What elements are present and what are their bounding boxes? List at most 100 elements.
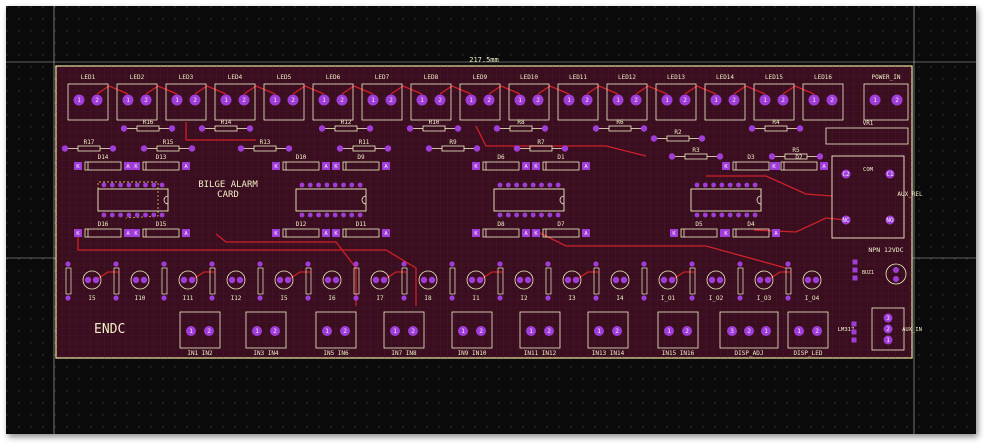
pad[interactable] [428,276,436,284]
relay-outline[interactable] [831,155,905,239]
square-pad[interactable]: A [820,162,828,170]
pad[interactable] [237,145,245,152]
diode[interactable] [282,228,320,238]
square-pad[interactable]: K [74,229,82,237]
pad[interactable] [353,295,359,301]
pad[interactable] [668,276,676,284]
square-pad[interactable] [851,337,857,343]
pad[interactable] [497,182,503,188]
diode[interactable] [732,161,770,171]
pad[interactable] [514,182,519,188]
pad[interactable]: 2 [679,94,691,106]
pad[interactable] [401,295,407,301]
pad[interactable] [353,261,359,267]
led-connector-16[interactable] [802,83,844,121]
pad[interactable] [612,276,620,284]
pad[interactable]: 2 [476,326,486,336]
square-pad[interactable]: K [132,162,140,170]
pad[interactable] [324,212,330,218]
led-connector-13[interactable] [655,83,697,121]
square-pad[interactable]: A [124,229,132,237]
input-resistor[interactable] [305,267,312,295]
pad[interactable] [332,182,338,188]
pad[interactable] [555,212,561,218]
pad[interactable] [84,276,92,284]
pad[interactable]: 1 [759,94,771,106]
pad[interactable] [449,261,455,267]
led-connector-7[interactable] [361,83,403,121]
led-connector-10[interactable] [508,83,550,121]
input-led[interactable] [466,270,486,290]
pad[interactable] [547,212,553,218]
pad[interactable] [257,295,263,301]
ic-chip-4[interactable] [690,188,762,212]
pad[interactable] [236,276,244,284]
pad[interactable] [893,276,899,282]
pad[interactable] [593,261,599,267]
pad[interactable] [61,145,69,152]
diode[interactable] [142,228,180,238]
pad[interactable] [711,182,716,188]
pad[interactable] [161,261,167,267]
pad[interactable] [299,212,305,218]
pad[interactable]: 1 [322,326,332,336]
pad[interactable] [209,295,215,301]
pad[interactable] [276,276,284,284]
pad[interactable] [752,182,758,188]
pad[interactable] [285,145,293,152]
pad[interactable] [324,182,330,188]
pad[interactable] [620,276,628,284]
pad[interactable] [332,212,338,218]
pad[interactable]: 1 [594,326,604,336]
pad[interactable]: 1 [883,335,893,345]
pad[interactable]: 1 [514,94,526,106]
pad[interactable] [134,212,140,218]
diode[interactable] [84,161,122,171]
square-pad[interactable]: A [522,162,530,170]
pad[interactable]: 2 [883,324,893,334]
square-pad[interactable]: A [522,229,530,237]
pad[interactable]: 1 [269,94,281,106]
square-pad[interactable]: A [582,229,590,237]
pad[interactable]: 1 [186,326,196,336]
pad[interactable]: 1 [220,94,232,106]
pad[interactable] [736,182,741,188]
pad[interactable] [468,276,476,284]
square-pad[interactable]: K [670,229,678,237]
pad[interactable] [785,261,791,267]
pad[interactable] [307,182,313,188]
pad[interactable] [401,261,407,267]
diode[interactable] [482,161,520,171]
pad[interactable] [727,182,733,188]
square-pad[interactable]: K [532,162,540,170]
pad[interactable] [756,276,764,284]
pad[interactable] [716,276,724,284]
pad[interactable]: 1 [458,326,468,336]
pad[interactable] [449,295,455,301]
aux-out-connector[interactable] [871,307,905,351]
ic-chip-3[interactable] [493,188,565,212]
connector-5[interactable] [451,311,493,349]
square-pad[interactable] [851,321,857,327]
pad[interactable] [545,295,551,301]
pad[interactable] [305,295,311,301]
connector-8[interactable] [657,311,699,349]
pad[interactable] [522,182,528,188]
pad[interactable]: 1 [390,326,400,336]
pad[interactable] [366,125,374,132]
pad[interactable] [497,261,503,267]
input-led[interactable] [178,270,198,290]
diode[interactable] [542,161,580,171]
pad[interactable] [113,261,119,267]
pad[interactable] [65,295,71,301]
pad[interactable] [564,276,572,284]
pad[interactable]: 2 [408,326,418,336]
pad[interactable]: 2 [544,326,554,336]
pad[interactable] [708,276,716,284]
pad[interactable] [134,182,140,188]
input-resistor[interactable] [401,267,408,295]
led-connector-14[interactable] [704,83,746,121]
pad[interactable]: 2 [189,94,201,106]
pad[interactable] [109,182,115,188]
input-led[interactable] [610,270,630,290]
